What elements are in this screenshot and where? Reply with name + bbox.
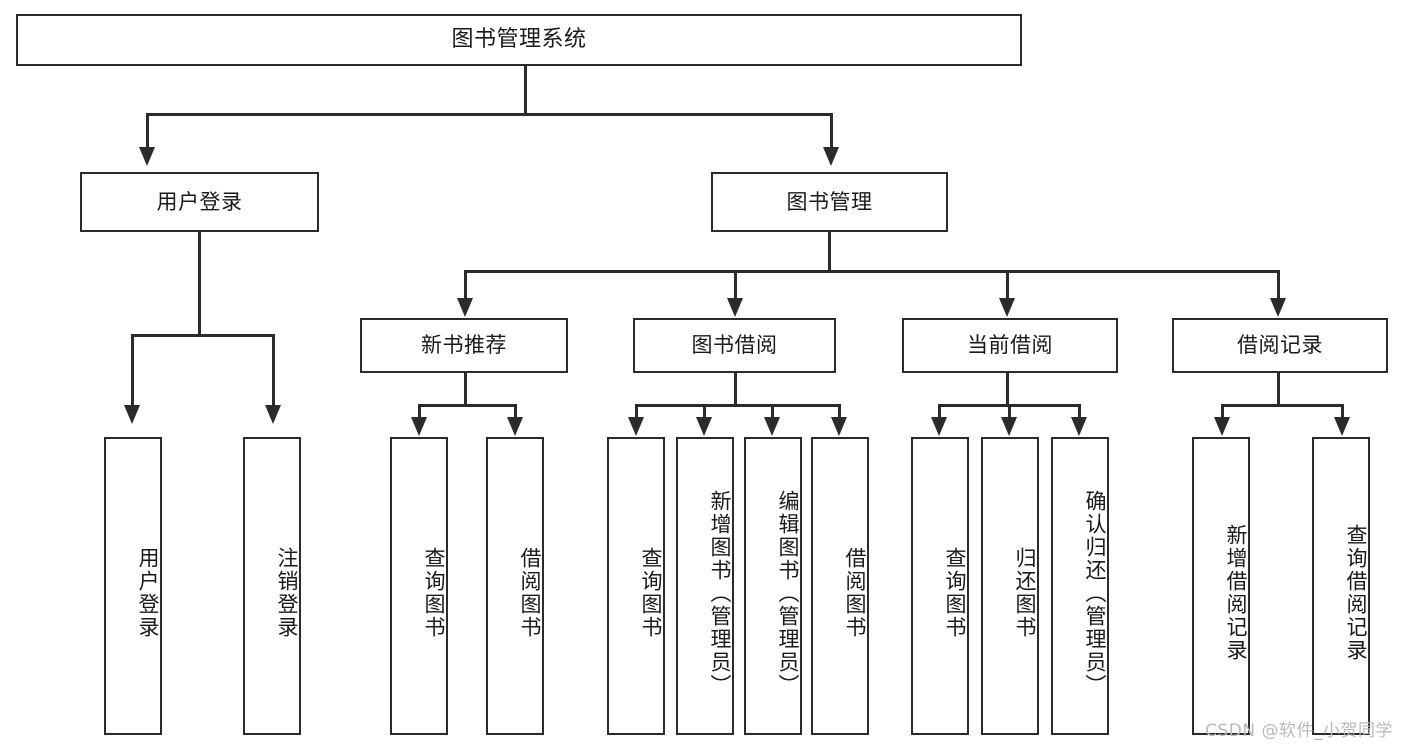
arrow-root-to-book-mgmt bbox=[823, 147, 839, 166]
connector-book-borrow-stem bbox=[734, 373, 737, 406]
connector-user-login-to-leaf-2 bbox=[272, 334, 275, 406]
connector-book-borrow-to-leaf-4 bbox=[838, 404, 841, 419]
arrow-borrow-record-to-leaf-1 bbox=[1214, 417, 1230, 436]
connector-root-stem bbox=[524, 66, 527, 114]
connector-borrow-record-to-leaf-2 bbox=[1341, 404, 1344, 419]
arrow-current-borrow-to-leaf-2 bbox=[1001, 417, 1017, 436]
arrow-new-book-to-leaf-2 bbox=[507, 417, 523, 436]
connector-root-bus bbox=[146, 113, 832, 116]
connector-current-borrow-to-leaf-3 bbox=[1078, 404, 1081, 419]
connector-book-mgmt-to-book-borrow bbox=[734, 270, 737, 299]
connector-borrow-record-stem bbox=[1277, 373, 1280, 406]
arrow-borrow-record-to-leaf-2 bbox=[1334, 417, 1350, 436]
node-root-library-system[interactable]: 图书管理系统 bbox=[16, 14, 1022, 66]
node-user-login[interactable]: 用户登录 bbox=[80, 172, 319, 232]
connector-book-mgmt-bus bbox=[464, 270, 1277, 273]
leaf-user-login-login[interactable]: 用户登录 bbox=[104, 437, 162, 735]
arrow-current-borrow-to-leaf-1 bbox=[931, 417, 947, 436]
arrow-book-mgmt-to-book-borrow bbox=[727, 298, 743, 317]
node-new-book-recommend[interactable]: 新书推荐 bbox=[360, 318, 568, 373]
connector-root-to-user-login bbox=[146, 113, 149, 148]
connector-user-login-to-leaf-1 bbox=[131, 334, 134, 406]
arrow-new-book-to-leaf-1 bbox=[411, 417, 427, 436]
leaf-book-borrow-edit-book-admin[interactable]: 编辑图书（管理员） bbox=[744, 437, 802, 735]
connector-new-book-bus bbox=[418, 404, 516, 407]
connector-new-book-to-leaf-1 bbox=[418, 404, 421, 419]
connector-new-book-stem bbox=[464, 373, 467, 406]
arrow-root-to-user-login bbox=[139, 147, 155, 166]
leaf-new-book-borrow-book[interactable]: 借阅图书 bbox=[486, 437, 544, 735]
arrow-current-borrow-to-leaf-3 bbox=[1071, 417, 1087, 436]
connector-book-mgmt-to-current-borrow bbox=[1006, 270, 1009, 299]
node-book-management[interactable]: 图书管理 bbox=[711, 172, 948, 232]
arrow-user-login-to-leaf-2 bbox=[265, 405, 281, 424]
leaf-current-borrow-query-book[interactable]: 查询图书 bbox=[911, 437, 969, 735]
connector-root-to-book-mgmt bbox=[830, 113, 833, 148]
arrow-book-mgmt-to-new-book bbox=[457, 298, 473, 317]
arrow-book-borrow-to-leaf-4 bbox=[831, 417, 847, 436]
node-current-borrow[interactable]: 当前借阅 bbox=[902, 318, 1118, 373]
leaf-new-book-query-book[interactable]: 查询图书 bbox=[390, 437, 448, 735]
arrow-book-borrow-to-leaf-2 bbox=[696, 417, 712, 436]
leaf-current-borrow-return-book[interactable]: 归还图书 bbox=[981, 437, 1039, 735]
node-book-borrow[interactable]: 图书借阅 bbox=[633, 318, 836, 373]
connector-book-borrow-to-leaf-1 bbox=[635, 404, 638, 419]
connector-book-mgmt-to-borrow-record bbox=[1277, 270, 1280, 299]
connector-book-borrow-bus bbox=[635, 404, 840, 407]
connector-current-borrow-stem bbox=[1006, 373, 1009, 406]
leaf-borrow-record-query-record[interactable]: 查询借阅记录 bbox=[1312, 437, 1370, 735]
leaf-user-login-logout[interactable]: 注销登录 bbox=[243, 437, 301, 735]
connector-book-mgmt-to-new-book bbox=[464, 270, 467, 299]
connector-user-login-bus bbox=[131, 334, 274, 337]
leaf-book-borrow-query-book[interactable]: 查询图书 bbox=[607, 437, 665, 735]
connector-borrow-record-to-leaf-1 bbox=[1221, 404, 1224, 419]
leaf-book-borrow-borrow-book[interactable]: 借阅图书 bbox=[811, 437, 869, 735]
node-borrow-record[interactable]: 借阅记录 bbox=[1172, 318, 1388, 373]
connector-current-borrow-to-leaf-2 bbox=[1008, 404, 1011, 419]
leaf-current-borrow-confirm-return-admin[interactable]: 确认归还（管理员） bbox=[1051, 437, 1109, 735]
leaf-book-borrow-add-book-admin[interactable]: 新增图书（管理员） bbox=[676, 437, 734, 735]
arrow-user-login-to-leaf-1 bbox=[124, 405, 140, 424]
arrow-book-mgmt-to-borrow-record bbox=[1270, 298, 1286, 317]
connector-book-borrow-to-leaf-3 bbox=[771, 404, 774, 419]
connector-book-borrow-to-leaf-2 bbox=[703, 404, 706, 419]
leaf-borrow-record-add-record[interactable]: 新增借阅记录 bbox=[1192, 437, 1250, 735]
arrow-book-borrow-to-leaf-1 bbox=[628, 417, 644, 436]
connector-new-book-to-leaf-2 bbox=[514, 404, 517, 419]
arrow-book-mgmt-to-current-borrow bbox=[999, 298, 1015, 317]
connector-current-borrow-to-leaf-1 bbox=[938, 404, 941, 419]
arrow-book-borrow-to-leaf-3 bbox=[764, 417, 780, 436]
connector-borrow-record-bus bbox=[1221, 404, 1341, 407]
connector-book-mgmt-stem bbox=[828, 232, 831, 272]
connector-user-login-stem bbox=[198, 232, 201, 336]
